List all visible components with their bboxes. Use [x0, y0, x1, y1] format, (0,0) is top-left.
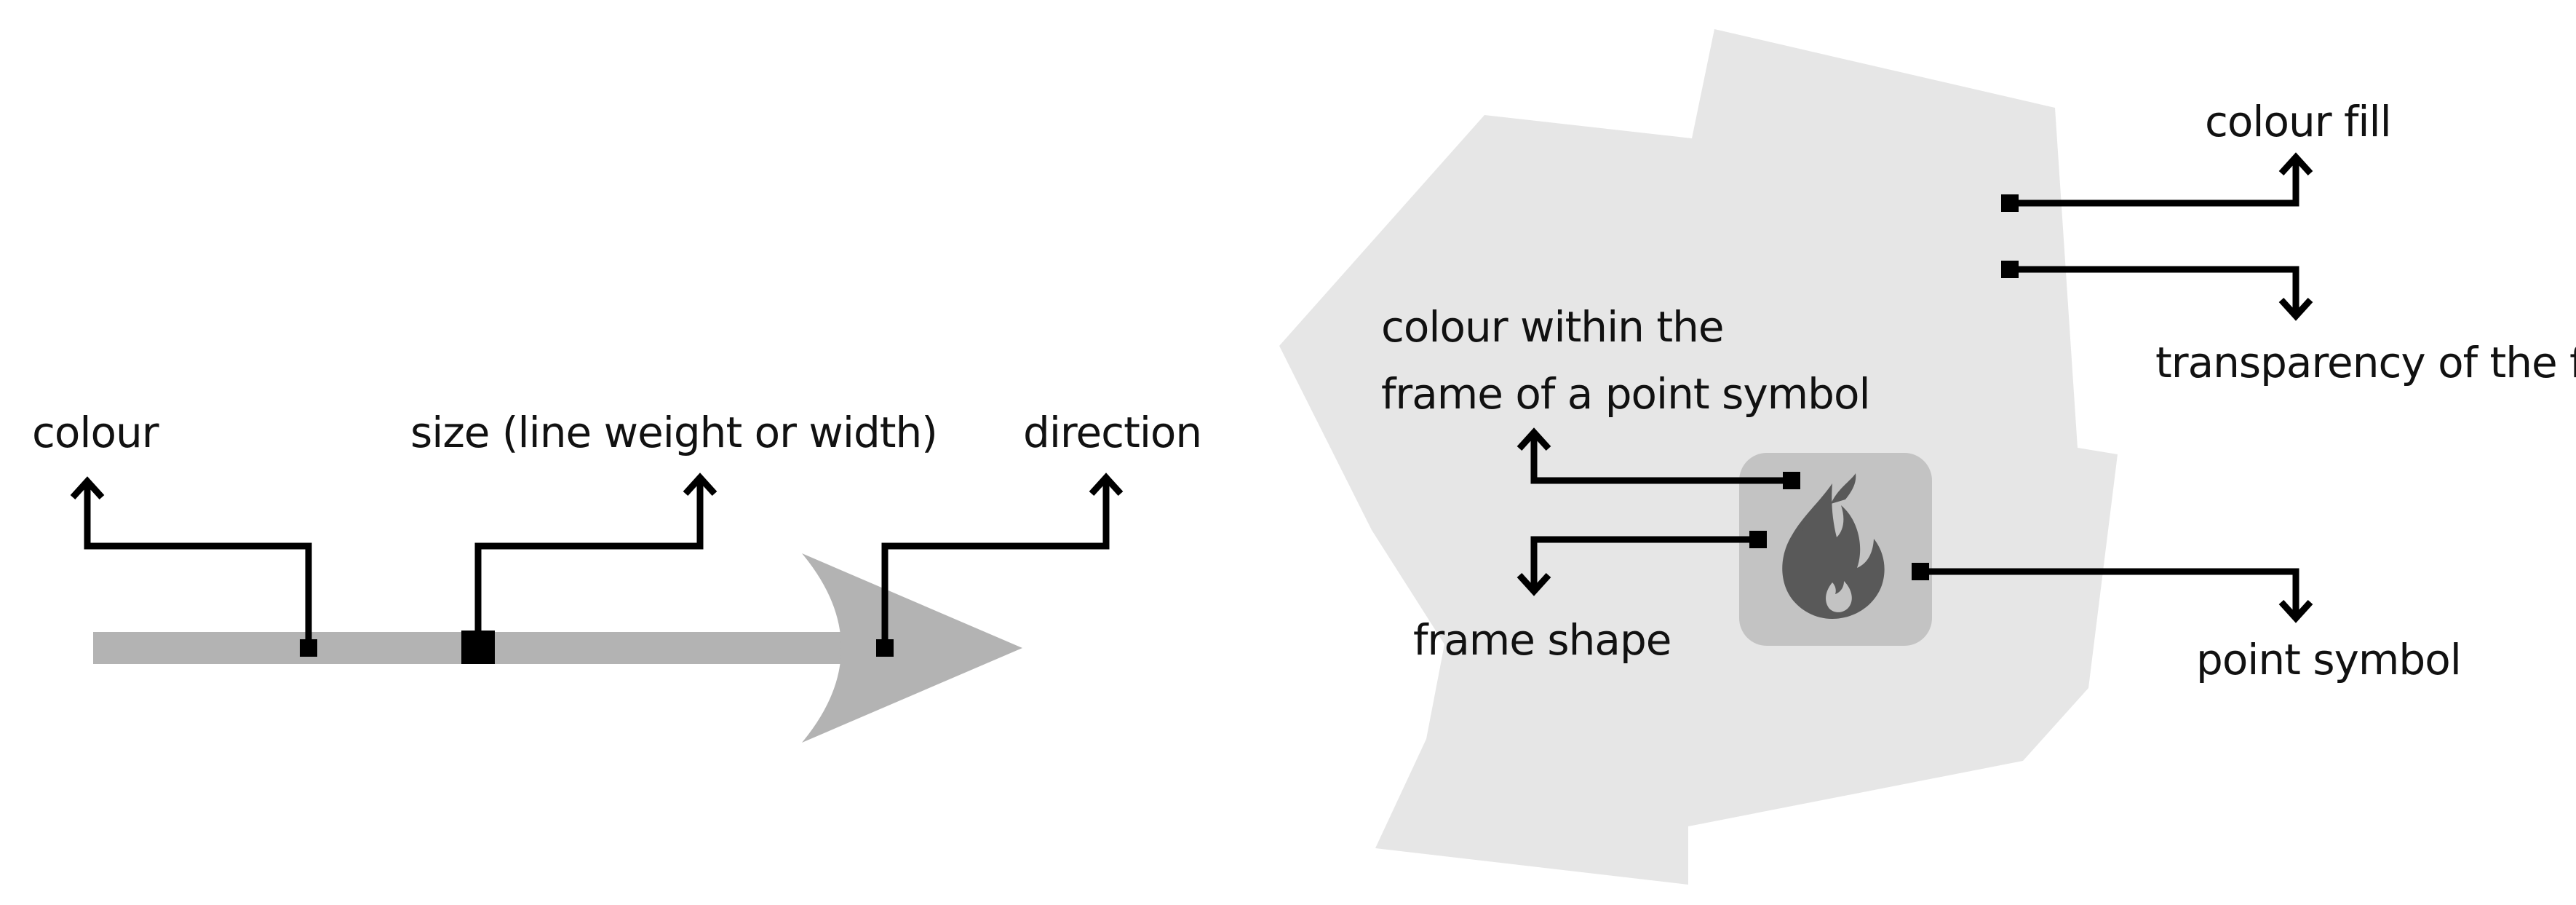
frame-shape-label: frame shape [1413, 615, 1671, 665]
frame-shape-anchor [1749, 531, 1767, 548]
size-anchor [461, 631, 495, 664]
transparency-label: transparency of the fill [2155, 338, 2576, 387]
colour-anchor [300, 639, 317, 657]
direction-anchor [876, 639, 894, 657]
transparency-leader [2001, 261, 2313, 321]
colour-label: colour [32, 408, 159, 457]
point-symbol-anchor [1912, 563, 1929, 580]
point-symbol-label: point symbol [2196, 635, 2461, 684]
transparency-anchor [2001, 261, 2019, 278]
fire-icon [1782, 473, 1885, 619]
line-symbol-panel: colour size (line weight or width) direc… [32, 408, 1202, 743]
colour-fill-anchor [2001, 194, 2019, 212]
area-symbol-panel: colour fill transparency of the fill col… [1279, 29, 2576, 885]
direction-label: direction [1023, 408, 1201, 457]
direction-leader [876, 473, 1124, 657]
colour-fill-leader [2001, 152, 2313, 212]
point-symbol-leader [1912, 563, 2313, 623]
colour-leader [70, 476, 317, 657]
size-label: size (line weight or width) [410, 408, 937, 457]
frame-colour-leader [1516, 427, 1800, 489]
colour-fill-label: colour fill [2205, 97, 2391, 146]
frame-colour-anchor [1783, 472, 1800, 489]
frame-colour-label-line2: frame of a point symbol [1381, 369, 1870, 419]
frame-shape-leader [1516, 531, 1767, 596]
line-symbol-arrowhead [802, 553, 1022, 743]
area-polygon [1279, 29, 2118, 885]
size-leader [461, 473, 717, 664]
frame-colour-label-line1: colour within the [1381, 302, 1724, 352]
